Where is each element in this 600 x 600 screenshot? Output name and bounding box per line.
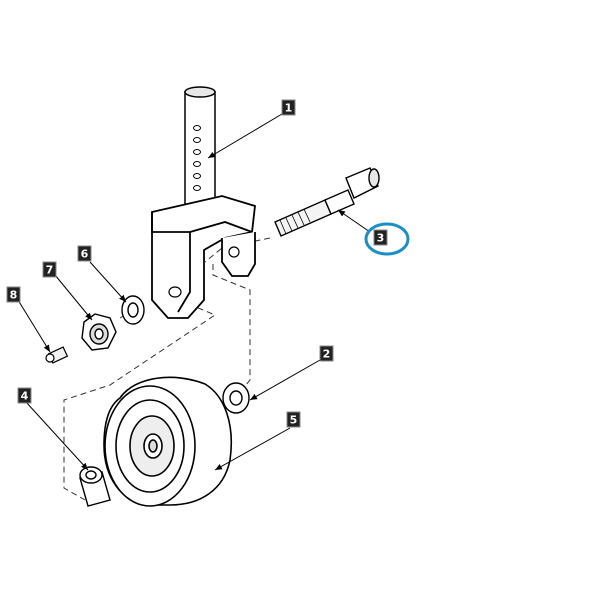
caster-fork-bracket bbox=[151, 195, 256, 319]
callout-label: 7 bbox=[46, 264, 54, 277]
callout-label: 3 bbox=[377, 232, 385, 245]
callout-badge bbox=[319, 345, 334, 362]
caster-wheel-part-5 bbox=[103, 376, 233, 507]
callout-badge bbox=[281, 99, 296, 116]
highlight-circle bbox=[364, 222, 410, 256]
callout-label: 8 bbox=[10, 289, 18, 302]
callout-badge bbox=[286, 411, 301, 428]
part-callouts: 1 2 3 4 5 6 7 8 bbox=[6, 99, 410, 428]
callout-badge bbox=[17, 387, 32, 404]
callout-2: 2 bbox=[319, 345, 334, 362]
callout-badge bbox=[373, 229, 388, 246]
callout-label: 5 bbox=[290, 414, 298, 427]
callout-8: 8 bbox=[6, 286, 21, 303]
callout-badge bbox=[42, 261, 57, 278]
axle-bolt-part bbox=[274, 167, 380, 237]
callout-3: 3 bbox=[364, 222, 410, 256]
leader-lines bbox=[17, 113, 371, 471]
bushing-part-4 bbox=[79, 466, 111, 507]
callout-1: 1 bbox=[281, 99, 296, 116]
callout-badge bbox=[77, 245, 92, 262]
callout-badge bbox=[6, 286, 21, 303]
washer-part-6 bbox=[121, 295, 145, 325]
callout-4: 4 bbox=[17, 387, 32, 404]
callout-7: 7 bbox=[42, 261, 57, 278]
lock-nut-part-7 bbox=[81, 313, 117, 351]
spacer-washer-part-2 bbox=[222, 382, 250, 414]
callout-label: 4 bbox=[21, 390, 29, 403]
callout-label: 2 bbox=[323, 348, 331, 361]
callout-label: 6 bbox=[81, 248, 89, 261]
callout-label: 1 bbox=[285, 102, 293, 115]
callout-5: 5 bbox=[286, 411, 301, 428]
callout-6: 6 bbox=[77, 245, 92, 262]
grease-fitting-part-8 bbox=[45, 346, 69, 364]
